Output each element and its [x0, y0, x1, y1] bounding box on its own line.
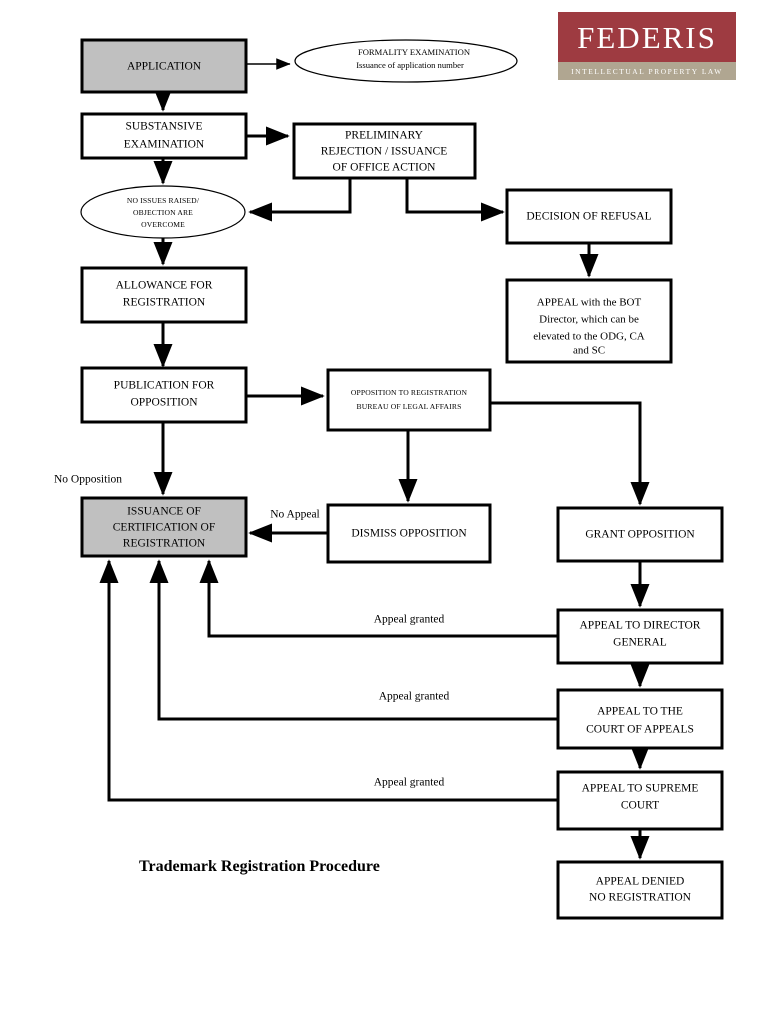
node-dismiss-opposition[interactable]: DISMISS OPPOSITION	[326, 503, 492, 564]
node-substantive-line1: SUBSTANSIVE	[125, 121, 202, 133]
node-director-general-line2: GENERAL	[613, 637, 667, 649]
federis-logo: FEDERIS INTELLECTUAL PROPERTY LAW	[558, 12, 736, 80]
node-appeal-bot-line4: and SC	[573, 345, 605, 357]
node-appeal-bot-line3: elevated to the ODG, CA	[533, 331, 645, 343]
node-no-issues-line3: OVERCOME	[141, 220, 185, 229]
node-appeal-to-supreme-court[interactable]: APPEAL TO SUPREME COURT	[556, 770, 724, 831]
connector-opposition-to-grant	[490, 401, 650, 506]
edge-label-appeal-granted-2: Appeal granted	[379, 691, 450, 703]
node-appeal-bot-line1: APPEAL with the BOT	[537, 297, 642, 309]
node-preliminary-line1: PRELIMINARY	[345, 130, 424, 142]
node-preliminary-rejection[interactable]: PRELIMINARY REJECTION / ISSUANCE OF OFFI…	[292, 122, 477, 180]
node-decision-refusal-label: DECISION OF REFUSAL	[526, 211, 651, 223]
node-court-appeals-line2: COURT OF APPEALS	[586, 724, 694, 736]
node-issuance-of-certification[interactable]: ISSUANCE OF CERTIFICATION OF REGISTRATIO…	[80, 496, 248, 558]
node-appeal-denied-line2: NO REGISTRATION	[589, 892, 692, 904]
node-issuance-line1: ISSUANCE OF	[127, 506, 201, 518]
node-substantive-line2: EXAMINATION	[124, 139, 205, 151]
node-supreme-court-line1: APPEAL TO SUPREME	[582, 783, 699, 795]
node-opposition-line1: OPPOSITION TO REGISTRATION	[351, 388, 468, 397]
node-application[interactable]: APPLICATION	[80, 38, 248, 94]
node-preliminary-line2: REJECTION / ISSUANCE	[321, 146, 448, 158]
node-court-appeals-line1: APPEAL TO THE	[597, 706, 683, 718]
node-application-label: APPLICATION	[127, 61, 202, 73]
node-opposition-to-registration[interactable]: OPPOSITION TO REGISTRATION BUREAU OF LEG…	[326, 368, 492, 432]
node-dismiss-label: DISMISS OPPOSITION	[351, 528, 467, 540]
edge-label-no-opposition: No Opposition	[54, 474, 122, 486]
node-publication-for-opposition[interactable]: PUBLICATION FOR OPPOSITION	[80, 366, 248, 424]
node-issuance-line2: CERTIFICATION OF	[113, 522, 216, 534]
node-appeal-denied-line1: APPEAL DENIED	[596, 876, 685, 888]
page-title: Trademark Registration Procedure	[139, 858, 380, 875]
edge-label-appeal-granted-3: Appeal granted	[374, 777, 445, 789]
node-appeal-bot-line2: Director, which can be	[539, 314, 639, 326]
edge-label-appeal-granted-1: Appeal granted	[374, 614, 445, 626]
node-grant-opposition[interactable]: GRANT OPPOSITION	[556, 506, 724, 563]
node-preliminary-line3: OF OFFICE ACTION	[333, 162, 437, 174]
node-formality-line2: Issuance of application number	[356, 60, 464, 70]
logo-brand-bar: FEDERIS	[558, 12, 736, 62]
node-allowance-line2: REGISTRATION	[123, 297, 206, 309]
node-no-issues-line2: OBJECTION ARE	[133, 208, 193, 217]
connector-appeal-granted-director-general-to-issuance	[199, 559, 558, 638]
connector-appeal-granted-supreme-court-to-issuance	[99, 559, 558, 802]
node-publication-line2: OPPOSITION	[130, 397, 198, 409]
logo-brand-text: FEDERIS	[577, 19, 717, 55]
node-appeal-bot-director[interactable]: APPEAL with the BOT Director, which can …	[505, 278, 673, 364]
node-appeal-to-court-of-appeals[interactable]: APPEAL TO THE COURT OF APPEALS	[556, 688, 724, 750]
node-grant-label: GRANT OPPOSITION	[585, 529, 695, 541]
node-no-issues-line1: NO ISSUES RAISED/	[127, 196, 200, 205]
node-opposition-line2: BUREAU OF LEGAL AFFAIRS	[357, 402, 462, 411]
node-supreme-court-line2: COURT	[621, 800, 659, 812]
node-director-general-line1: APPEAL TO DIRECTOR	[580, 620, 701, 632]
node-publication-line1: PUBLICATION FOR	[114, 380, 215, 392]
connector-preliminary-to-no-issues	[248, 177, 352, 222]
node-appeal-to-director-general[interactable]: APPEAL TO DIRECTOR GENERAL	[556, 608, 724, 665]
node-formality-line1: FORMALITY EXAMINATION	[358, 47, 471, 57]
connector-preliminary-to-decision-refusal	[405, 177, 505, 222]
node-allowance-for-registration[interactable]: ALLOWANCE FOR REGISTRATION	[80, 266, 248, 324]
node-decision-of-refusal[interactable]: DECISION OF REFUSAL	[505, 188, 673, 245]
connector-appeal-granted-court-appeals-to-issuance	[149, 559, 558, 721]
node-allowance-line1: ALLOWANCE FOR	[116, 280, 213, 292]
logo-tagline-bar: INTELLECTUAL PROPERTY LAW	[558, 62, 736, 80]
edge-label-no-appeal: No Appeal	[270, 509, 320, 521]
node-no-issues-raised[interactable]: NO ISSUES RAISED/ OBJECTION ARE OVERCOME	[80, 185, 246, 239]
node-issuance-line3: REGISTRATION	[123, 538, 206, 550]
node-substantive-examination[interactable]: SUBSTANSIVE EXAMINATION	[80, 112, 248, 160]
node-appeal-denied[interactable]: APPEAL DENIED NO REGISTRATION	[556, 860, 724, 920]
logo-tagline-text: INTELLECTUAL PROPERTY LAW	[571, 66, 723, 76]
node-formality-examination[interactable]: FORMALITY EXAMINATION Issuance of applic…	[294, 39, 518, 83]
